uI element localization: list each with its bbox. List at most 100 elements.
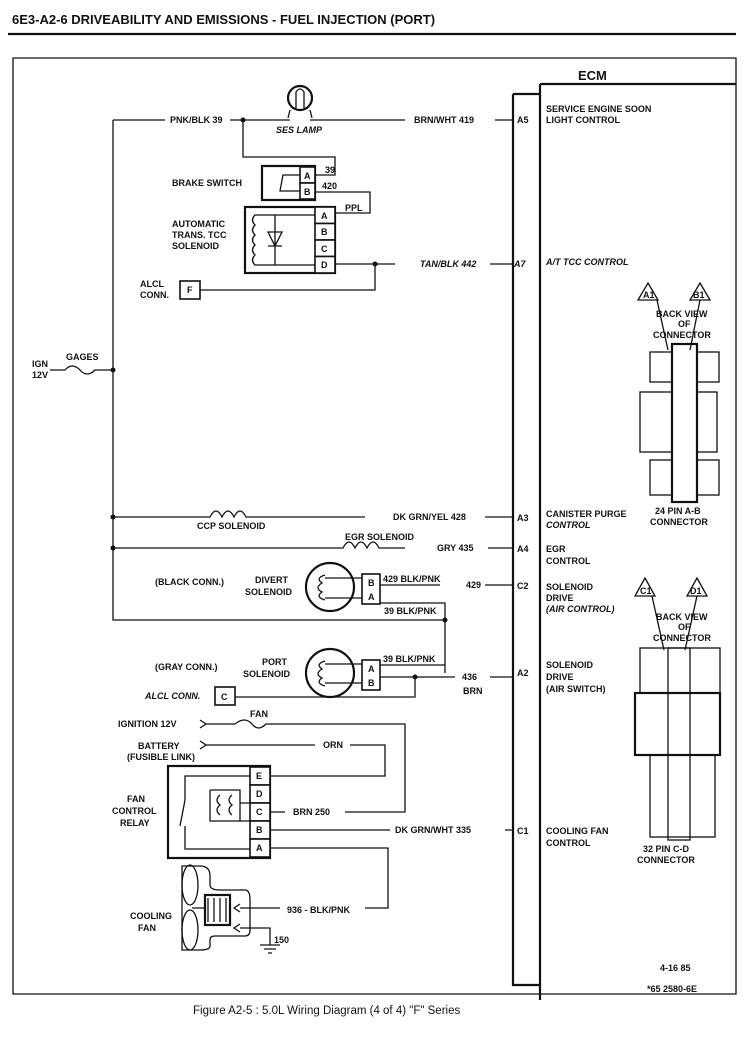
ecm-pin-label: (AIR CONTROL) (546, 604, 615, 614)
ecm-pin-label: CONTROL (546, 838, 591, 848)
pin-label: D (256, 789, 263, 799)
pin-label: B (368, 678, 375, 688)
splice-dot (110, 367, 116, 373)
diagram-frame (12, 57, 737, 995)
relay-label: FAN (127, 794, 145, 804)
connector-tag: A1 (643, 290, 655, 300)
divert-connector (361, 573, 381, 605)
connector-label: CONNECTOR (650, 517, 708, 527)
pin-label: C (321, 244, 328, 254)
wire-label: PPL (345, 203, 363, 213)
divert-solenoid-icon (304, 561, 356, 613)
wire-label: 39 (325, 165, 335, 175)
port-connector (361, 659, 381, 691)
alcl-c-label: ALCL CONN. (144, 691, 200, 701)
pin-label: F (187, 285, 193, 295)
ecm-pin-label: EGR (546, 544, 566, 554)
connector-label: 32 PIN C-D (643, 844, 690, 854)
wire-label: 39 BLK/PNK (383, 654, 436, 664)
wire-label: BRN/WHT 419 (414, 115, 474, 125)
connector-label: 24 PIN A-B (655, 506, 701, 516)
ecm-pin-label: SERVICE ENGINE SOON (546, 104, 651, 114)
ecm-pins: A5 SERVICE ENGINE SOON LIGHT CONTROL A7 … (513, 104, 651, 848)
back-view-label: OF (678, 622, 691, 632)
ign-label: 12V (32, 370, 48, 380)
splice-dot (412, 674, 418, 680)
wire-label: 39 BLK/PNK (384, 606, 437, 616)
battery-label: (FUSIBLE LINK) (127, 752, 195, 762)
cooling-fan-label: COOLING (130, 911, 172, 921)
brake-feed-wire (242, 120, 336, 176)
wire-label: DK GRN/YEL 428 (393, 512, 466, 522)
battery-label: BATTERY (138, 741, 180, 751)
pin-label: A (368, 664, 375, 674)
switch-contact (279, 174, 300, 192)
fan-motor (203, 893, 232, 927)
wire-label: 420 (322, 181, 337, 191)
egr-wire (113, 541, 513, 550)
connector-tag-icon (633, 576, 709, 651)
ecm-pin-label: CONTROL (546, 556, 591, 566)
page-header: 6E3-A2-6 DRIVEABILITY AND EMISSIONS - FU… (12, 12, 435, 27)
brake-to-tcc-wire (315, 191, 371, 214)
power-bus-wire (50, 119, 445, 621)
ecm-title: ECM (578, 68, 607, 83)
alcl-label: ALCL (140, 279, 164, 289)
connector-cd: C1 D1 BACK VIEW OF CONNECTOR 32 PIN C-D … (633, 576, 722, 865)
tcc-label: AUTOMATIC (172, 219, 226, 229)
back-view-label: CONNECTOR (653, 330, 711, 340)
relay-label: CONTROL (112, 806, 157, 816)
divert-coil (317, 574, 362, 601)
wire-label: TAN/BLK 442 (420, 259, 476, 269)
tcc-label: SOLENOID (172, 241, 220, 251)
ign-label: IGN (32, 359, 48, 369)
ecm-pin-label: CANISTER PURGE (546, 509, 627, 519)
connector-body (639, 647, 721, 694)
ecm-pin: A5 (517, 115, 529, 125)
ignition-wire (199, 719, 406, 813)
ses-lamp-label: SES LAMP (276, 125, 323, 135)
tcc-label: TRANS. TCC (172, 230, 227, 240)
port-label: SOLENOID (243, 669, 291, 679)
ground-icon (260, 944, 280, 954)
pin-label: A (368, 592, 375, 602)
pin-label: A (256, 843, 263, 853)
ecm-pin-label: COOLING FAN (546, 826, 609, 836)
port-label: PORT (262, 657, 288, 667)
tcc-wire (200, 263, 513, 291)
ecm-pin-label: DRIVE (546, 672, 574, 682)
ccp-solenoid-label: CCP SOLENOID (197, 521, 266, 531)
relay-wire (270, 811, 513, 909)
pin-label: E (256, 771, 262, 781)
ccp-wire (113, 510, 513, 519)
divert-label: SOLENOID (245, 587, 293, 597)
pin-label: C (256, 807, 263, 817)
figure-caption: Figure A2-5 : 5.0L Wiring Diagram (4 of … (193, 1005, 460, 1017)
divert-wire (380, 584, 513, 673)
ecm-pin: A4 (517, 544, 529, 554)
back-view-label: BACK VIEW (656, 309, 708, 319)
splice-dot (372, 261, 378, 267)
ecm-pin-label: (AIR SWITCH) (546, 684, 606, 694)
footer-code: *65 2580-6E (647, 984, 697, 994)
ecm-pin: C1 (517, 826, 529, 836)
wire-label: 429 (466, 580, 481, 590)
ecm-pin-label: A/T TCC CONTROL (545, 257, 629, 267)
wire-label: 936 - BLK/PNK (287, 905, 351, 915)
ecm-pin-label: CONTROL (546, 520, 591, 530)
port-coil (317, 660, 362, 687)
divert-label: DIVERT (255, 575, 289, 585)
splice-dot (442, 617, 448, 623)
ecm-pin-label: DRIVE (546, 593, 574, 603)
pin-label: B (256, 825, 263, 835)
pin-label: A (304, 171, 311, 181)
cooling-fan-label: FAN (138, 923, 156, 933)
back-view-label: BACK VIEW (656, 612, 708, 622)
fan-blade (181, 909, 199, 951)
black-conn-label: (BLACK CONN.) (155, 577, 224, 587)
pin-label: C (221, 692, 228, 702)
pin-label: B (368, 578, 375, 588)
gages-fuse-label: GAGES (66, 352, 99, 362)
fan-fuse-label: FAN (250, 709, 268, 719)
